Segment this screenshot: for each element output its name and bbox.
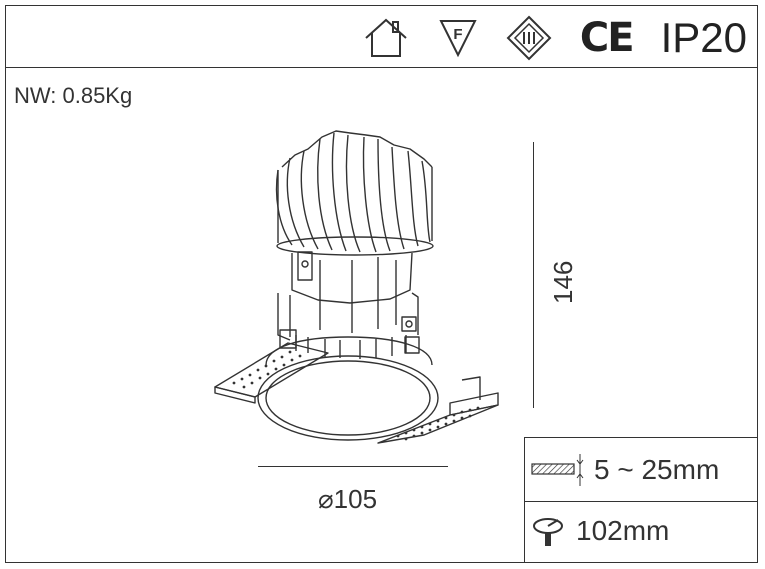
height-dimension-line [533, 142, 534, 408]
ceiling-thickness-row: 5 ~ 25mm [530, 452, 719, 488]
diameter-dimension-line [258, 466, 448, 467]
mounting-plate-icon [214, 342, 499, 444]
heatsink-icon [275, 130, 434, 256]
header-divider [5, 67, 758, 68]
install-spec-divider [524, 501, 758, 502]
plate-perforations [232, 350, 480, 441]
ce-mark-icon: CE [579, 14, 635, 61]
cutout-saw-icon [533, 518, 563, 546]
net-weight-label: NW: 0.85Kg [14, 83, 133, 108]
trim-ring-icon [257, 336, 439, 441]
svg-text:F: F [453, 26, 462, 43]
ip-rating-label: IP20 [660, 13, 747, 61]
downlight-drawing [214, 130, 499, 444]
diameter-dimension-label: ⌀105 [318, 484, 378, 514]
ceiling-thickness-icon [531, 454, 584, 486]
install-spec-box [524, 437, 758, 563]
house-indoor-icon [362, 16, 410, 60]
cutout-value: 102mm [576, 515, 670, 546]
f-mark-icon: F [438, 18, 478, 58]
ceiling-thickness-value: 5 ~ 25mm [594, 454, 720, 485]
class-iii-icon [506, 15, 552, 61]
certification-row: F CE IP20 [362, 10, 747, 65]
outer-frame [5, 5, 758, 563]
cutout-row: 102mm [530, 514, 669, 548]
housing-icon [277, 251, 420, 359]
height-dimension-label: 146 [548, 260, 578, 304]
